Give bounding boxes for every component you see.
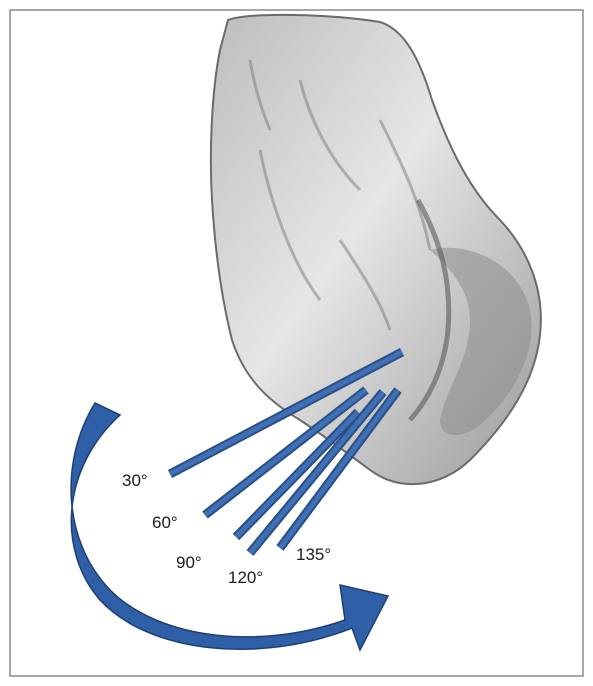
angle-label: 120° (228, 568, 263, 587)
angle-label: 30° (122, 471, 148, 490)
angle-label: 135° (296, 545, 331, 564)
angle-label: 60° (152, 513, 178, 532)
angle-label: 90° (176, 553, 202, 572)
